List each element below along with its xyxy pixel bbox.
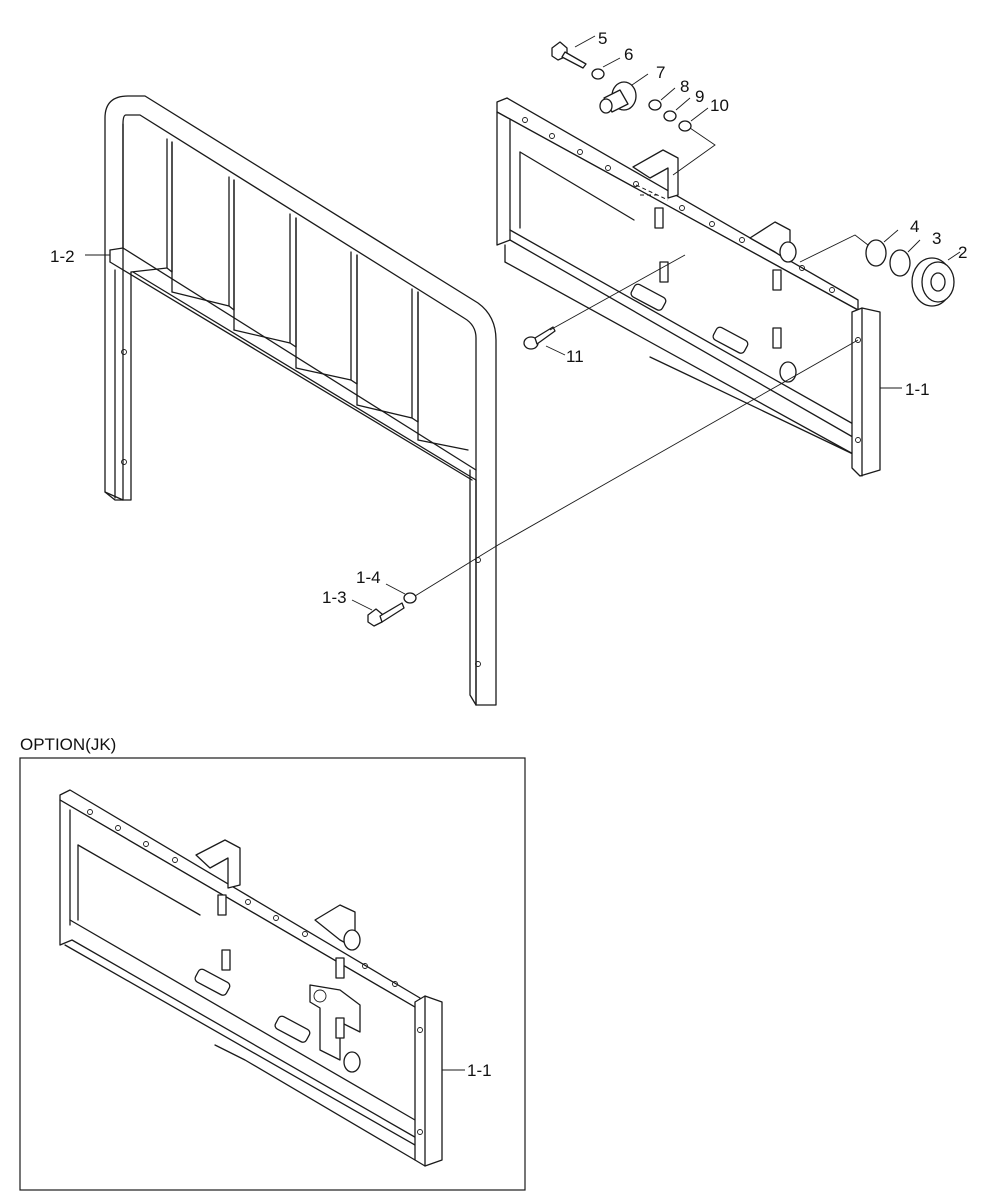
label-1-1: 1-1 bbox=[905, 380, 930, 399]
label-10: 10 bbox=[710, 96, 729, 115]
bolt-1-3 bbox=[367, 602, 405, 627]
label-3: 3 bbox=[932, 229, 941, 248]
washer-6 bbox=[591, 68, 605, 80]
bolt-11 bbox=[523, 326, 556, 350]
backrest-frame bbox=[104, 95, 497, 706]
washer-1-4 bbox=[403, 592, 417, 604]
label-11: 11 bbox=[566, 347, 584, 366]
pin-7 bbox=[599, 81, 637, 114]
washer-10 bbox=[678, 120, 692, 132]
callout-leaders bbox=[85, 35, 961, 611]
label-6: 6 bbox=[624, 45, 633, 64]
label-9: 9 bbox=[695, 87, 704, 106]
carriage-assembly bbox=[496, 97, 881, 477]
label-4: 4 bbox=[910, 217, 919, 236]
option-carriage bbox=[59, 789, 443, 1167]
label-2: 2 bbox=[958, 243, 967, 262]
washer-8 bbox=[648, 99, 662, 111]
label-1-4: 1-4 bbox=[356, 568, 381, 587]
bolt-5 bbox=[551, 41, 587, 69]
label-7: 7 bbox=[656, 63, 665, 82]
label-1-2: 1-2 bbox=[50, 247, 75, 266]
option-box bbox=[19, 757, 526, 1191]
washer-9 bbox=[663, 110, 677, 122]
shim-4 bbox=[865, 239, 887, 267]
label-1-3: 1-3 bbox=[322, 588, 347, 607]
callout-labels: 1-2 5 6 7 8 9 10 4 3 2 11 1-1 1-4 1-3 bbox=[50, 29, 967, 607]
assembly-lines bbox=[414, 127, 869, 597]
option-label-1-1: 1-1 bbox=[467, 1061, 492, 1080]
roller-2 bbox=[911, 257, 955, 307]
label-8: 8 bbox=[680, 77, 689, 96]
label-5: 5 bbox=[598, 29, 607, 48]
option-title: OPTION(JK) bbox=[20, 735, 116, 754]
washer-3 bbox=[889, 249, 911, 277]
